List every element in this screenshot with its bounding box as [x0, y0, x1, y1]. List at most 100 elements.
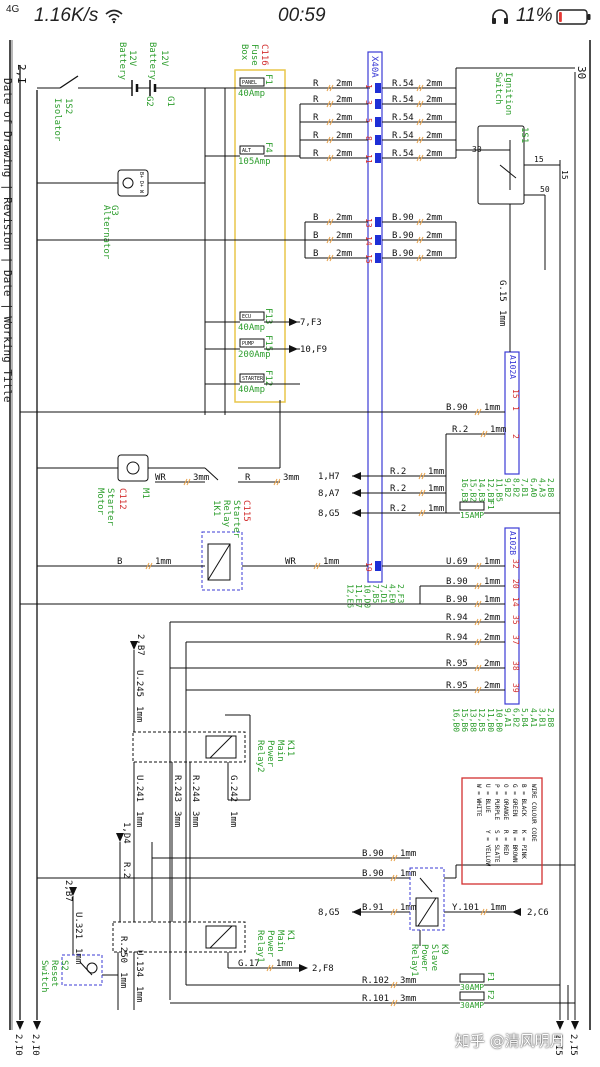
x40a-pin-19: 19 [364, 561, 381, 572]
svg-text:Main: Main [275, 930, 285, 952]
svg-text:Slave: Slave [429, 944, 439, 971]
pin-number: 5 [364, 118, 373, 123]
svg-text:Ignition: Ignition [503, 72, 513, 115]
ref-item: 12,B5 [477, 708, 486, 732]
reference-label: 2,I0 [30, 1034, 40, 1056]
wire-size: 1mm [428, 484, 444, 494]
fuse-rating: 40Amp [238, 385, 265, 395]
pin-number: 8 [364, 136, 373, 141]
ref-bottom-left-2: 2,I0 [30, 1021, 41, 1056]
wire-color: WR [285, 557, 296, 567]
network-speed: 1.16K/s [34, 5, 99, 26]
ref-item: 7,D1 [379, 584, 388, 603]
svg-text:1S2: 1S2 [63, 98, 73, 114]
a102a-pin-2: 2 [511, 434, 520, 439]
a102a-pin-15: 15 [511, 389, 520, 399]
wire-color: R [313, 131, 319, 141]
svg-text:C112: C112 [117, 488, 127, 510]
svg-text:15: 15 [534, 155, 544, 164]
wire-color: R.54 [392, 113, 414, 123]
wire-color: R [313, 149, 319, 159]
a102b-pin-39: 39 [511, 683, 520, 693]
svg-text:1K1: 1K1 [211, 500, 221, 516]
fuse-rating: 105Amp [238, 157, 271, 167]
wire-color: R [313, 95, 319, 105]
ref-item: 15,B6 [460, 708, 469, 732]
a102b-pin-20: 20 [511, 579, 520, 589]
sheet-border [9, 40, 591, 1030]
wire-size: 2mm [426, 149, 442, 159]
ref-item: 16,B0 [451, 708, 460, 732]
wire-color: R.2 [452, 425, 468, 435]
wire-color: R.2 [390, 484, 406, 494]
wire-color: G.242 [228, 775, 238, 802]
wire-size: 2mm [426, 213, 442, 223]
fuse-id: F1 [263, 74, 273, 85]
a102b-ref-list: 2,B83,B14,A15,B46,B29,A110,B011,B012,B51… [451, 708, 555, 732]
wire-size: 1mm [155, 557, 171, 567]
svg-text:C116: C116 [259, 44, 269, 66]
g15-wire: G.15 1mm [497, 280, 507, 326]
wire-size: 1mm [484, 595, 500, 605]
reference-label: 2,C6 [527, 908, 549, 918]
ref-2-b7-bottom: 2,B7 [63, 880, 77, 902]
wire-colour-legend [461, 777, 543, 885]
pin-number: 15 [364, 254, 373, 264]
reference-label: 1,D4 [121, 822, 131, 844]
reference-label: 2,I5 [568, 1034, 578, 1056]
svg-text:Reset: Reset [49, 960, 59, 987]
main-power-relay2-k11: K11 Main Power Relay2 [132, 731, 295, 773]
svg-text:Power: Power [265, 930, 275, 958]
pin-number: 15 [511, 389, 520, 399]
x40a-pin-5: 5 [364, 117, 381, 127]
wire-color: G.17 [238, 959, 260, 969]
wire-color: B [117, 557, 122, 567]
wire-size: 2mm [336, 213, 352, 223]
wire-size: 3mm [193, 473, 209, 483]
watermark: 知乎 @清风明月 [455, 1032, 565, 1050]
svg-text:15: 15 [560, 170, 569, 180]
wire-size: 1mm [490, 425, 506, 435]
fuse-tag: PUMP [242, 341, 254, 347]
reference-label: 8,G5 [318, 509, 340, 519]
reference-label: 7,F3 [300, 318, 322, 328]
connector-x40a: X40A [367, 51, 383, 583]
wire-size: 1mm [134, 811, 144, 827]
svg-text:G1: G1 [165, 96, 175, 107]
fuse-rating: 40Amp [238, 89, 265, 99]
wire-size: 1mm [73, 948, 83, 964]
svg-text:K11: K11 [285, 740, 295, 756]
svg-text:Battery: Battery [117, 42, 127, 81]
wire-color: B.90 [392, 231, 414, 241]
svg-text:A102B: A102B [508, 531, 517, 555]
wire-color: B.90 [392, 249, 414, 259]
legend-item: B = BLACK [520, 784, 527, 817]
svg-text:K9: K9 [439, 944, 449, 955]
wire-size: 2mm [336, 149, 352, 159]
ref-item: 9,B2 [503, 478, 512, 497]
wire-size: 2mm [336, 113, 352, 123]
reference-label: 1,H7 [318, 472, 340, 482]
fuse-box-c116: C116 Fuse Box [234, 44, 286, 403]
legend-item: S = SLATE [493, 830, 500, 863]
wire-size: 1mm [400, 849, 416, 859]
legend-item: R = RED [502, 830, 509, 856]
alternator-g3: G3 Alternator B+ D+ W [37, 169, 205, 260]
wire-color: R.250 [118, 936, 128, 963]
wire-size: 3mm [283, 473, 299, 483]
wire-size: 2mm [336, 79, 352, 89]
wire-size: 1mm [484, 557, 500, 567]
ref-item: 4,A1 [529, 708, 538, 727]
svg-text:Battery: Battery [147, 42, 157, 81]
